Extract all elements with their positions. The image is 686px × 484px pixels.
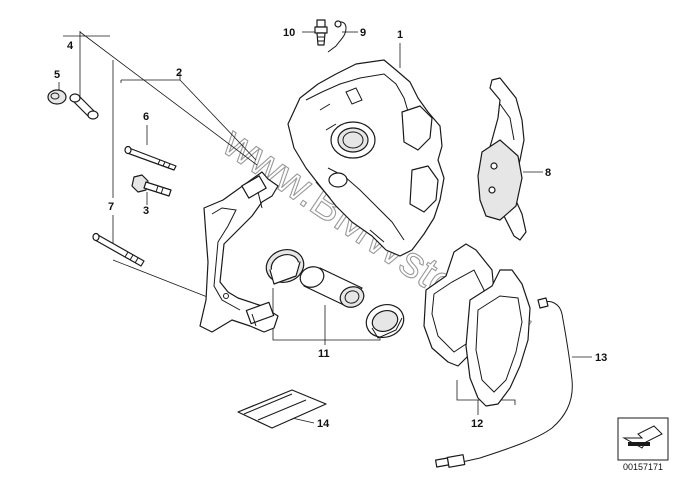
part-5-guide-bushing <box>47 89 67 105</box>
arrow-icon <box>622 425 663 449</box>
callout-8: 8 <box>545 167 551 179</box>
dust-boot <box>365 304 405 339</box>
callout-11: 11 <box>318 348 330 360</box>
part-8-anti-rattle-spring <box>477 77 527 241</box>
part-11-piston-kit <box>265 249 405 339</box>
piston <box>299 266 365 308</box>
callout-9: 9 <box>360 27 366 39</box>
callout-6: 6 <box>143 111 149 123</box>
part-12-brake-pads <box>423 243 531 407</box>
part-13-wear-sensor <box>434 297 573 468</box>
part-14-grease-packet <box>237 389 327 429</box>
callout-10: 10 <box>283 27 295 39</box>
reference-box: 00157171 <box>617 417 669 472</box>
piston-seal <box>265 249 305 285</box>
part-1-caliper-housing <box>287 59 445 257</box>
callout-3: 3 <box>143 205 149 217</box>
part-6-guide-bolt <box>124 145 177 171</box>
part-9-clip <box>327 20 347 53</box>
callout-12: 12 <box>471 418 483 430</box>
callout-14: 14 <box>317 418 330 430</box>
callout-1: 1 <box>397 29 403 41</box>
callout-5: 5 <box>54 69 60 81</box>
part-10-bleed-screw <box>314 19 328 46</box>
part-7-guide-bolt-long <box>92 232 145 267</box>
callout-2: 2 <box>176 67 182 79</box>
part-4-guide-pin <box>69 93 99 120</box>
part-3-bolt <box>131 174 172 197</box>
reference-number: 00157171 <box>623 462 663 472</box>
callout-7: 7 <box>108 201 114 213</box>
callout-labels: 1 2 3 4 5 6 7 8 9 10 11 12 13 14 <box>54 27 607 430</box>
callout-13: 13 <box>595 352 607 364</box>
callout-4: 4 <box>67 40 74 52</box>
part-2-caliper-carrier <box>199 171 279 333</box>
brake-pad-inner <box>465 269 531 407</box>
